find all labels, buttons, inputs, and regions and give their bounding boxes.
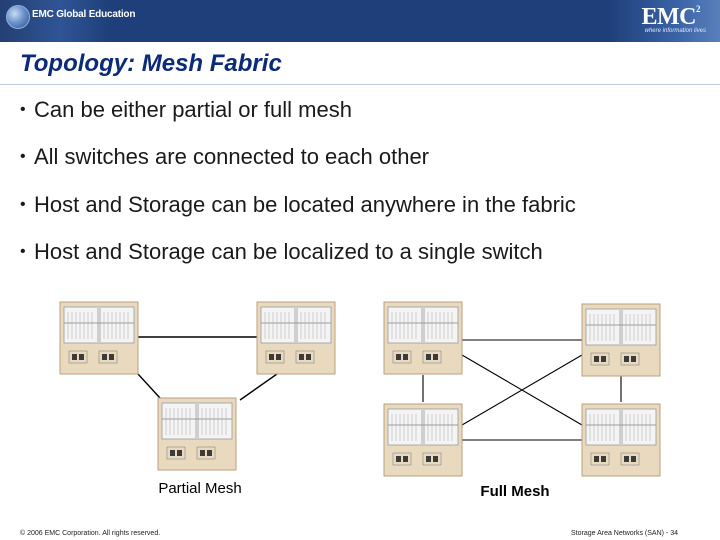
bullet-text: All switches are connected to each other [34, 144, 430, 169]
header-bar: EMC Global Education EMC2 where informat… [0, 0, 720, 42]
emc-logo-text: EMC [641, 4, 697, 30]
full-mesh-caption: Full Mesh [480, 483, 550, 500]
emc-logo: EMC2 [642, 4, 701, 31]
bullet-icon: • [20, 101, 26, 118]
partial-switch-right [256, 301, 336, 375]
partial-link-left [137, 373, 161, 399]
page-label: Storage Area Networks (SAN) - 34 [571, 530, 678, 537]
brand-left-text: EMC Global Education [32, 9, 136, 20]
full-switch-bottom-left [383, 403, 463, 477]
slide-title: Topology: Mesh Fabric [20, 50, 282, 77]
bullet-icon: • [20, 196, 26, 213]
globe-icon [6, 5, 30, 29]
bullet-text: Can be either partial or full mesh [34, 97, 352, 122]
emc-tagline: where information lives [644, 28, 706, 34]
bullet-icon: • [20, 148, 26, 165]
partial-switch-bottom [157, 397, 237, 471]
partial-switch-left [59, 301, 139, 375]
title-divider [0, 84, 720, 85]
partial-mesh-caption: Partial Mesh [158, 480, 242, 497]
bullet-text: Host and Storage can be located anywhere… [34, 192, 576, 217]
partial-mesh-links [137, 336, 278, 401]
bullet-item: • Host and Storage can be located anywher… [20, 192, 576, 218]
full-mesh-links [422, 339, 622, 441]
bullet-item: • Host and Storage can be localized to a … [20, 239, 543, 265]
full-switch-top-right [581, 303, 661, 377]
full-link-diag-2 [461, 354, 583, 426]
bullet-icon: • [20, 243, 26, 260]
copyright-text: © 2006 EMC Corporation. All rights reser… [20, 530, 161, 537]
full-switch-bottom-right [581, 403, 661, 477]
partial-link-right [239, 373, 278, 401]
full-switch-top-left [383, 301, 463, 375]
emc-logo-area: EMC2 where information lives [610, 0, 720, 42]
bullet-item: • All switches are connected to each othe… [20, 144, 429, 170]
brand-area: EMC Global Education [0, 0, 135, 42]
emc-logo-sup: 2 [696, 4, 701, 14]
bullet-item: • Can be either partial or full mesh [20, 97, 352, 123]
bullet-text: Host and Storage can be localized to a s… [34, 239, 543, 264]
